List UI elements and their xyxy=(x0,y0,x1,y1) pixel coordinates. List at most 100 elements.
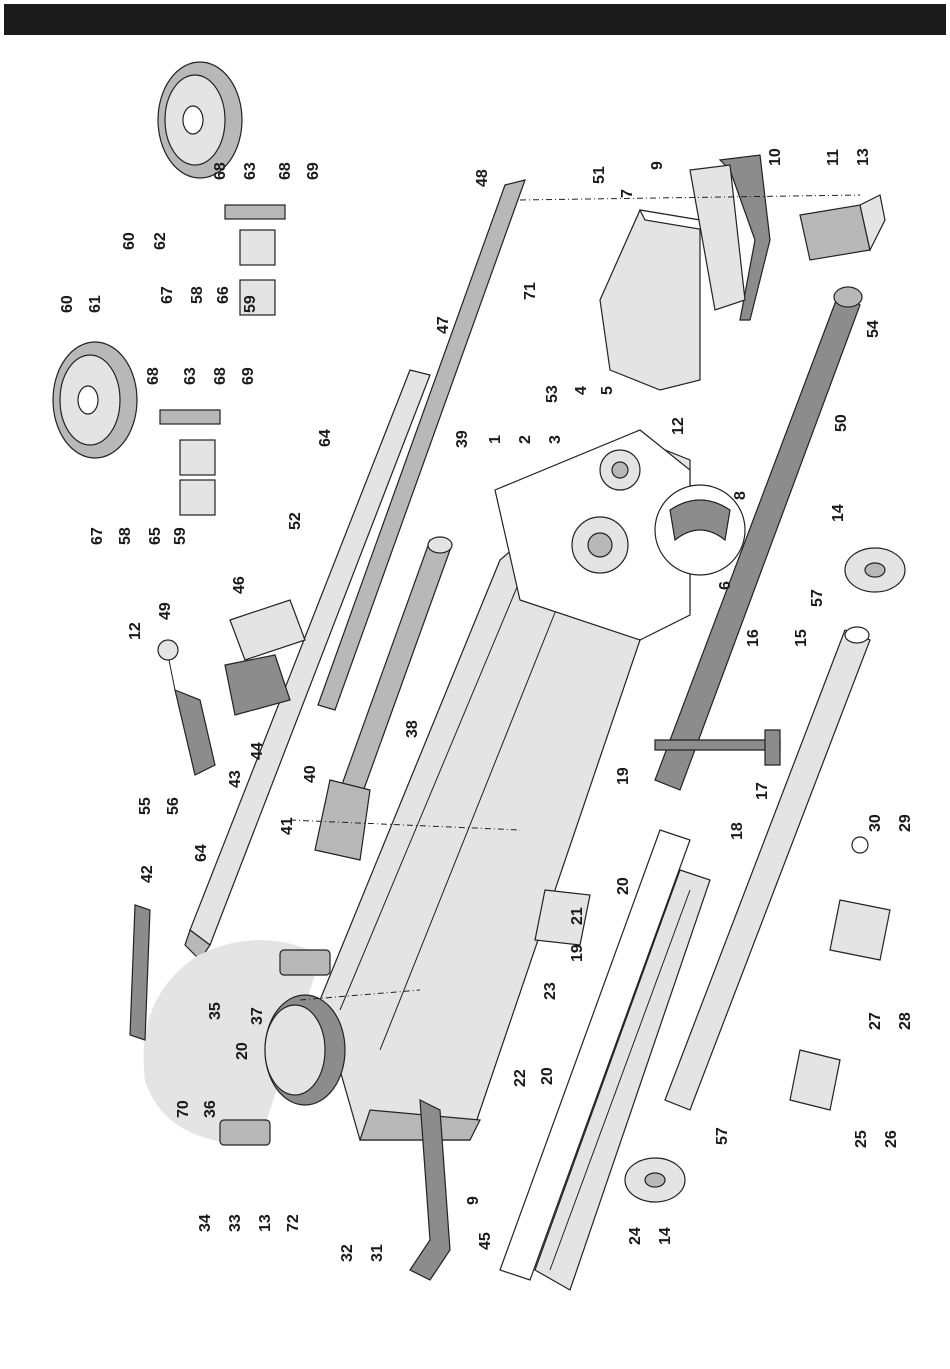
label-33: 33 xyxy=(227,1214,244,1232)
label-12-right: 12 xyxy=(670,417,687,435)
label-42: 42 xyxy=(139,865,156,883)
wheel-lower xyxy=(53,342,137,458)
label-2: 2 xyxy=(517,435,534,444)
label-68-b: 68 xyxy=(277,162,294,180)
label-3: 3 xyxy=(547,435,564,444)
label-66: 66 xyxy=(215,286,232,304)
label-57-right: 57 xyxy=(809,589,826,607)
label-43: 43 xyxy=(227,770,244,788)
label-57-left: 57 xyxy=(714,1127,731,1145)
label-38: 38 xyxy=(404,720,421,738)
label-63-lower: 63 xyxy=(182,367,199,385)
label-14-left: 14 xyxy=(657,1227,674,1245)
label-20-left: 20 xyxy=(234,1042,251,1060)
label-20-upper: 20 xyxy=(615,877,632,895)
label-60-upper: 60 xyxy=(121,232,138,250)
label-5: 5 xyxy=(599,386,616,395)
label-36: 36 xyxy=(202,1100,219,1118)
label-46: 46 xyxy=(231,576,248,594)
label-30: 30 xyxy=(867,814,884,832)
label-25: 25 xyxy=(853,1130,870,1148)
label-7: 7 xyxy=(619,189,636,198)
wheel-upper xyxy=(158,62,242,178)
label-68-c: 68 xyxy=(145,367,162,385)
label-49: 49 xyxy=(157,602,174,620)
label-21: 21 xyxy=(569,907,586,925)
label-44: 44 xyxy=(249,742,266,760)
label-35: 35 xyxy=(207,1002,224,1020)
label-17: 17 xyxy=(754,782,771,800)
label-56: 56 xyxy=(165,797,182,815)
flail-blades xyxy=(790,837,890,1110)
label-69-lower: 69 xyxy=(240,367,257,385)
label-31: 31 xyxy=(369,1244,386,1262)
label-22: 22 xyxy=(512,1069,529,1087)
label-58-lower: 58 xyxy=(117,527,134,545)
label-1: 1 xyxy=(487,435,504,444)
label-24: 24 xyxy=(627,1227,644,1245)
label-45: 45 xyxy=(477,1232,494,1250)
label-64-upper: 64 xyxy=(317,429,334,447)
label-13-right: 13 xyxy=(855,148,872,166)
label-68-a: 68 xyxy=(212,162,229,180)
label-59-lower: 59 xyxy=(172,527,189,545)
label-69-upper: 69 xyxy=(305,162,322,180)
label-70: 70 xyxy=(175,1100,192,1118)
label-64-lower: 64 xyxy=(193,844,210,862)
label-41: 41 xyxy=(279,817,296,835)
label-37: 37 xyxy=(249,1007,266,1025)
bracket-10 xyxy=(690,155,770,320)
label-4: 4 xyxy=(573,386,590,395)
label-62: 62 xyxy=(152,232,169,250)
label-61: 61 xyxy=(87,295,104,313)
label-23: 23 xyxy=(542,982,559,1000)
label-39: 39 xyxy=(454,430,471,448)
label-67-upper: 67 xyxy=(159,286,176,304)
label-28: 28 xyxy=(897,1012,914,1030)
bar-42 xyxy=(130,905,150,1040)
label-67-lower: 67 xyxy=(89,527,106,545)
label-18: 18 xyxy=(729,822,746,840)
label-10: 10 xyxy=(767,148,784,166)
label-19-upper: 19 xyxy=(615,767,632,785)
label-65: 65 xyxy=(147,527,164,545)
label-26: 26 xyxy=(883,1130,900,1148)
label-8: 8 xyxy=(732,491,749,500)
label-9-bottom: 9 xyxy=(465,1196,482,1205)
label-59-upper: 59 xyxy=(242,295,259,313)
label-63-upper: 63 xyxy=(242,162,259,180)
label-12-left: 12 xyxy=(127,622,144,640)
label-60-lower: 60 xyxy=(59,295,76,313)
belt-cover xyxy=(600,210,705,390)
label-19-lower: 19 xyxy=(569,944,586,962)
label-20-lower: 20 xyxy=(539,1067,556,1085)
label-13-left: 13 xyxy=(257,1214,274,1232)
label-51: 51 xyxy=(591,166,608,184)
label-27: 27 xyxy=(867,1012,884,1030)
label-47: 47 xyxy=(435,316,452,334)
label-14-right: 14 xyxy=(830,504,847,522)
label-16: 16 xyxy=(745,629,762,647)
bracket-11 xyxy=(800,195,885,260)
label-68-d: 68 xyxy=(212,367,229,385)
label-15: 15 xyxy=(793,629,810,647)
label-29: 29 xyxy=(897,814,914,832)
label-34: 34 xyxy=(197,1214,214,1232)
label-32: 32 xyxy=(339,1244,356,1262)
guard-33 xyxy=(265,995,345,1105)
label-53: 53 xyxy=(544,385,561,403)
cylinder-43 xyxy=(158,640,215,775)
label-72: 72 xyxy=(285,1214,302,1232)
label-50: 50 xyxy=(833,414,850,432)
label-9-top: 9 xyxy=(649,161,666,170)
label-58-upper: 58 xyxy=(189,286,206,304)
label-54: 54 xyxy=(865,320,882,338)
label-71: 71 xyxy=(522,282,539,300)
bracket-46 xyxy=(230,600,305,660)
wheel-bracket-lower xyxy=(160,410,220,515)
label-11: 11 xyxy=(825,149,842,166)
label-55: 55 xyxy=(137,797,154,815)
label-52: 52 xyxy=(287,512,304,530)
label-6: 6 xyxy=(717,581,734,590)
